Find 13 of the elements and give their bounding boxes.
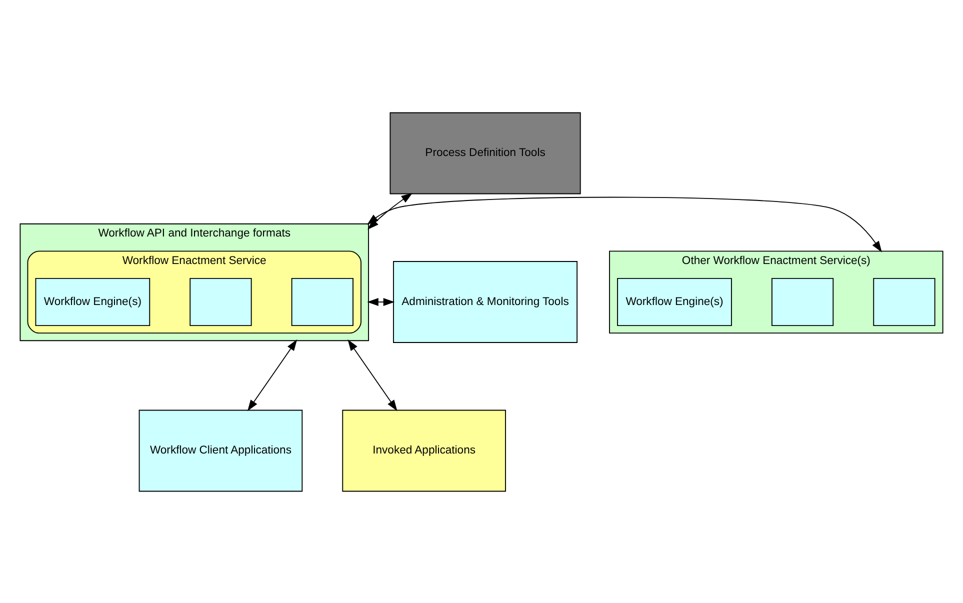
arrow	[247, 338, 298, 411]
node-box	[771, 278, 834, 326]
node-box: Process Definition Tools	[390, 112, 581, 194]
node-box	[291, 278, 354, 326]
node-box: Invoked Applications	[342, 409, 506, 492]
arrow	[367, 298, 395, 306]
arrow	[348, 338, 398, 411]
node-box	[873, 278, 936, 326]
node-box: Workflow Engine(s)	[617, 278, 732, 326]
node-box: Administration & Monitoring Tools	[393, 260, 578, 342]
node-box: Workflow Engine(s)	[35, 278, 150, 326]
node-box	[190, 278, 252, 326]
node-box: Workflow Client Applications	[138, 409, 303, 492]
